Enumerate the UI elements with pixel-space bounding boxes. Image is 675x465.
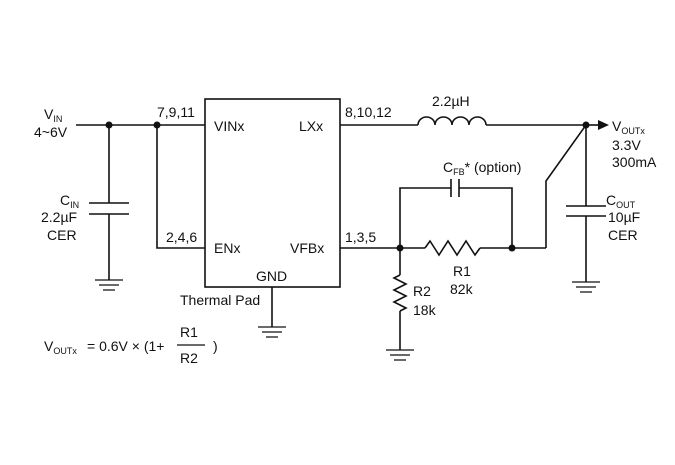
cout-type: CER xyxy=(608,227,638,243)
pins-vin: 7,9,11 xyxy=(157,104,195,120)
formula-close-paren: ) xyxy=(213,338,218,354)
r2-resistor xyxy=(392,274,408,312)
vout-label: VOUTx xyxy=(612,118,645,136)
r1-resistor xyxy=(424,239,481,257)
ic-pin-label-gnd: GND xyxy=(256,268,287,284)
r2-value: 18k xyxy=(413,302,437,318)
formula-lhs: VOUTx xyxy=(44,338,77,356)
vout-formula: VOUTx = 0.6V × (1+ R1 R2 ) xyxy=(44,324,218,366)
cin-type: CER xyxy=(47,227,77,243)
ground-symbol-r2 xyxy=(386,349,414,361)
ground-symbol-cout xyxy=(572,281,600,293)
en-wire xyxy=(156,125,205,249)
ground-symbol-ic xyxy=(258,326,286,338)
ic-pin-label-lx: LXx xyxy=(299,118,323,134)
ic-pin-label-vin: VINx xyxy=(214,118,244,134)
thermal-pad-label: Thermal Pad xyxy=(180,292,260,308)
formula-expression: = 0.6V × (1+ xyxy=(87,338,164,354)
cin-value: 2.2µF xyxy=(41,209,77,225)
r1-to-vout-wire xyxy=(545,124,587,248)
inductor-value: 2.2µH xyxy=(432,93,470,109)
formula-denominator: R2 xyxy=(180,350,198,366)
vin-range: 4~6V xyxy=(34,124,68,140)
vin-label: VIN xyxy=(44,106,62,124)
ic-pin-label-fb: VFBx xyxy=(290,240,324,256)
vout-voltage: 3.3V xyxy=(612,137,641,153)
pins-en: 2,4,6 xyxy=(166,229,197,245)
cin-label: CIN xyxy=(60,192,79,210)
r1-value: 82k xyxy=(450,281,474,297)
r1-label: R1 xyxy=(453,263,471,279)
cout-value: 10µF xyxy=(608,209,640,225)
vout-arrowhead xyxy=(598,120,609,130)
formula-numerator: R1 xyxy=(180,324,198,340)
inductor-symbol xyxy=(417,116,487,126)
vout-current: 300mA xyxy=(612,154,657,170)
cfb-wire-left xyxy=(399,187,451,248)
pins-lx: 8,10,12 xyxy=(345,104,392,120)
cfb-wire-right xyxy=(459,187,513,248)
cfb-label: CFB* (option) xyxy=(443,159,521,177)
cout-label: COUT xyxy=(606,192,636,210)
ic-pin-label-en: ENx xyxy=(214,240,240,256)
pins-fb: 1,3,5 xyxy=(345,229,376,245)
ground-symbol-cin xyxy=(95,279,123,291)
r2-label: R2 xyxy=(413,283,431,299)
